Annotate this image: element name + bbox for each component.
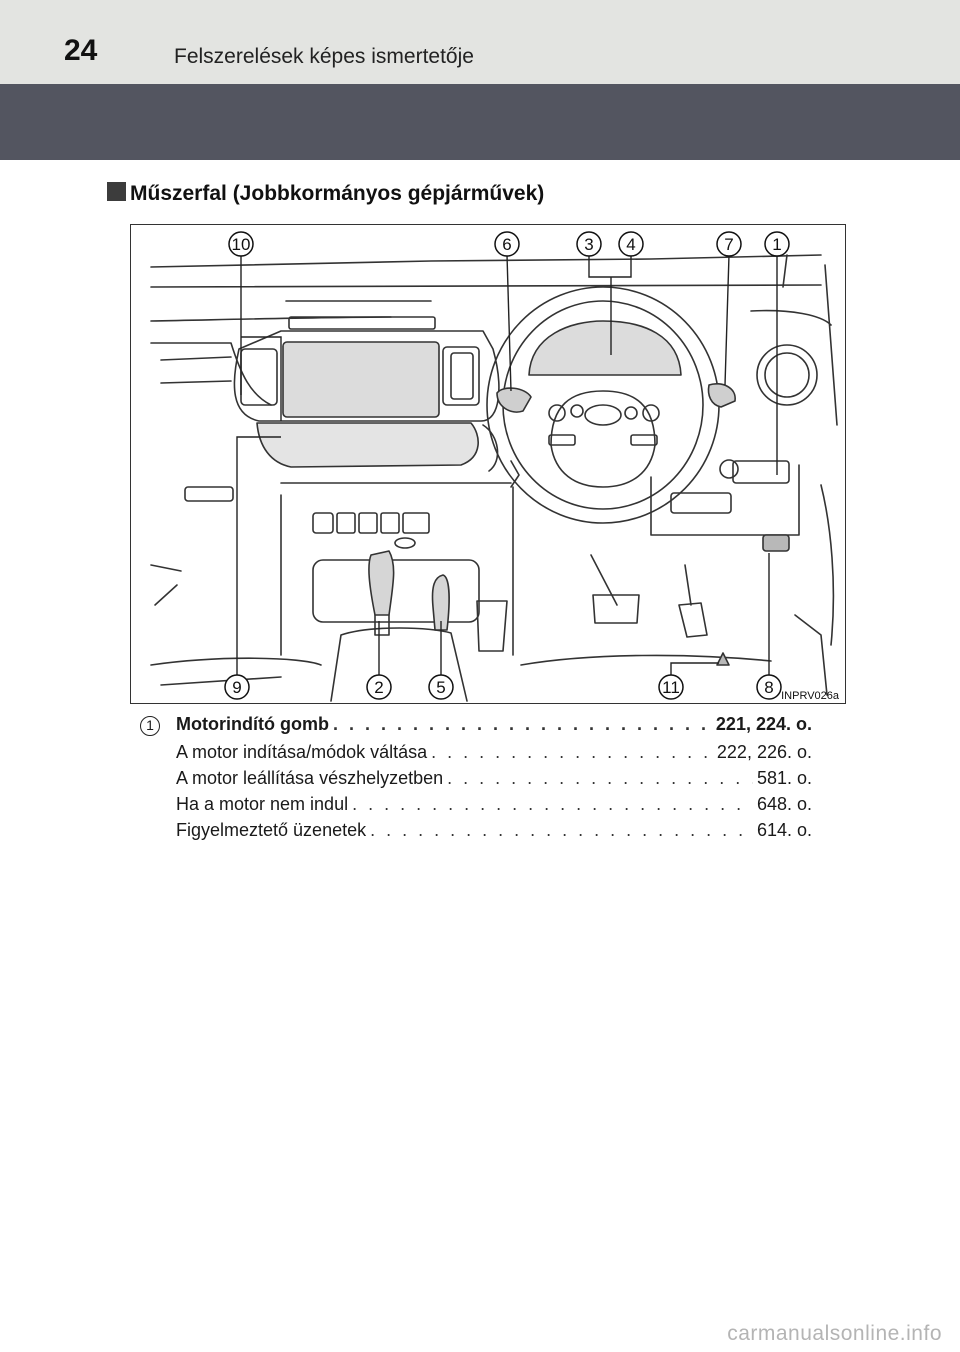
callout-7: 7	[716, 231, 742, 257]
svg-text:11: 11	[662, 678, 680, 697]
leader-dots	[431, 742, 713, 763]
section-heading: Műszerfal (Jobbkormányos gépjárművek)	[107, 181, 545, 206]
callout-4: 4	[618, 231, 644, 257]
callout-1: 1	[764, 231, 790, 257]
svg-text:6: 6	[502, 235, 511, 254]
leader-dots	[352, 794, 753, 815]
svg-text:1: 1	[772, 235, 781, 254]
svg-text:2: 2	[374, 678, 383, 697]
callout-11: 11	[658, 674, 684, 700]
svg-text:9: 9	[232, 678, 241, 697]
callout-9: 9	[224, 674, 250, 700]
svg-text:4: 4	[626, 235, 635, 254]
figure-code: INPRV026a	[781, 690, 840, 702]
heading-text: Műszerfal (Jobbkormányos gépjárművek)	[130, 182, 545, 205]
entry-subitem: Figyelmeztető üzenetek 614. o.	[176, 820, 812, 846]
page-number: 24	[64, 34, 98, 67]
header-band	[0, 0, 960, 84]
header-dark-band	[0, 84, 960, 160]
entry-subitem: Ha a motor nem indul 648. o.	[176, 794, 812, 820]
entry-title: Motorindító gomb	[176, 714, 329, 734]
svg-text:3: 3	[584, 235, 593, 254]
leader-dots	[370, 820, 753, 841]
entry-title-pages: 221, 224. o.	[715, 714, 812, 734]
svg-text:7: 7	[724, 235, 733, 254]
entry-subitem: A motor leállítása vészhelyzetben 581. o…	[176, 768, 812, 794]
callout-10: 10	[228, 231, 254, 257]
callout-8: 8	[756, 674, 782, 700]
svg-text:10: 10	[232, 235, 251, 254]
callout-5: 5	[428, 674, 454, 700]
callout-2: 2	[366, 674, 392, 700]
callout-6: 6	[494, 231, 520, 257]
callout-3: 3	[576, 231, 602, 257]
entry-subitem: A motor indítása/módok váltása 222, 226.…	[176, 742, 812, 768]
leader-dots	[447, 768, 753, 789]
entry-number-badge: 1	[140, 716, 160, 736]
heading-square-icon	[107, 181, 126, 201]
leader-dots	[333, 714, 712, 735]
watermark: carmanualsonline.info	[727, 1322, 942, 1345]
dashboard-figure: 10 6 3 4 7 1 9	[130, 224, 846, 704]
entry-title-line: Motorindító gomb 221, 224. o.	[176, 714, 812, 740]
section-title: Felszerelések képes ismertetője	[174, 45, 474, 68]
dashboard-illustration: 10 6 3 4 7 1 9	[150, 231, 840, 702]
svg-text:5: 5	[436, 678, 445, 697]
svg-text:8: 8	[764, 678, 773, 697]
